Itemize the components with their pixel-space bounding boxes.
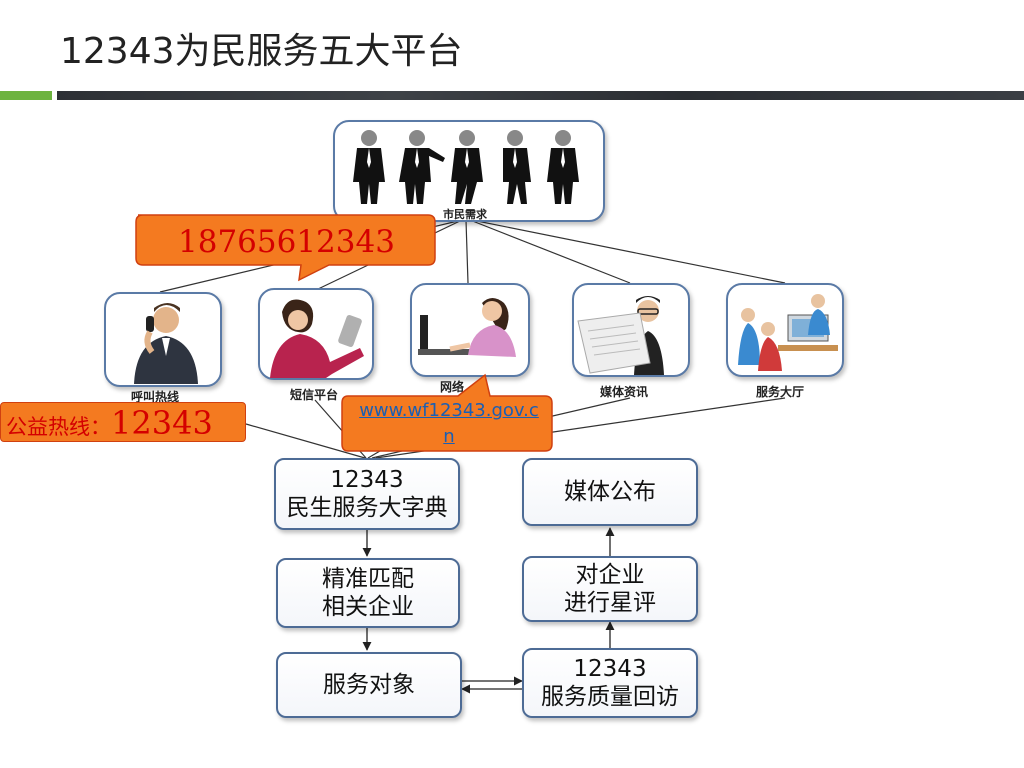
newspaper-icon <box>577 296 664 375</box>
citizens-panel: 市民需求 <box>333 120 605 222</box>
rating-line2: 进行星评 <box>564 590 656 616</box>
sms-number-text: 18765612343 <box>178 224 395 260</box>
channel-hotline-panel <box>104 292 222 387</box>
channel-sms-panel <box>258 288 374 380</box>
connector-top-to-web <box>465 219 469 284</box>
channel-media-label: 媒体资讯 <box>600 385 649 399</box>
visit-line1: 12343 <box>573 656 647 682</box>
citizens-label: 市民需求 <box>443 208 487 221</box>
visit-line2: 服务质量回访 <box>541 684 679 710</box>
hotline-callout-text: 公益热线：12343 <box>6 404 213 442</box>
title-divider-bar <box>57 91 1024 100</box>
match-box: 精准匹配 相关企业 <box>276 558 460 628</box>
mobile-phone-icon <box>270 299 364 378</box>
channel-web-panel <box>410 283 530 377</box>
visit-box: 12343 服务质量回访 <box>522 648 698 718</box>
website-callout <box>341 373 553 452</box>
channel-hall-label: 服务大厅 <box>756 385 805 399</box>
channel-hall-panel <box>726 283 844 377</box>
hotline-callout <box>0 402 246 442</box>
publish-line1: 媒体公布 <box>564 479 656 505</box>
channel-hotline-label: 呼叫热线 <box>131 390 180 404</box>
target-line1: 服务对象 <box>323 672 415 698</box>
dictionary-line2: 民生服务大字典 <box>286 495 448 521</box>
connector-top-to-media <box>469 219 631 284</box>
phone-call-icon <box>134 303 198 384</box>
rating-box: 对企业 进行星评 <box>522 556 698 622</box>
hotline-prefix-text: 公益热线： <box>6 415 111 439</box>
channel-sms-label: 短信平台 <box>290 388 339 402</box>
channel-web-label: 网络 <box>440 380 465 394</box>
publish-box: 媒体公布 <box>522 458 698 526</box>
connector-top-to-hall <box>471 219 786 284</box>
laptop-icon <box>418 298 516 357</box>
match-line1: 精准匹配 <box>322 566 414 592</box>
channel-media-panel <box>572 283 690 377</box>
match-line2: 相关企业 <box>322 594 414 620</box>
dictionary-line1: 12343 <box>330 467 404 493</box>
rating-line1: 对企业 <box>575 562 645 588</box>
connector-hotline-to-dict <box>245 423 366 459</box>
business-people-icon <box>353 130 579 204</box>
website-link[interactable]: www.wf12343.gov.cn <box>359 400 539 447</box>
page-title: 12343为民服务五大平台 <box>60 31 463 72</box>
dictionary-box: 12343 民生服务大字典 <box>274 458 460 530</box>
service-hall-icon <box>738 294 838 371</box>
sms-number-callout <box>135 214 436 282</box>
hotline-number-text: 12343 <box>111 404 213 442</box>
title-accent-bar <box>0 91 52 100</box>
target-box: 服务对象 <box>276 652 462 718</box>
